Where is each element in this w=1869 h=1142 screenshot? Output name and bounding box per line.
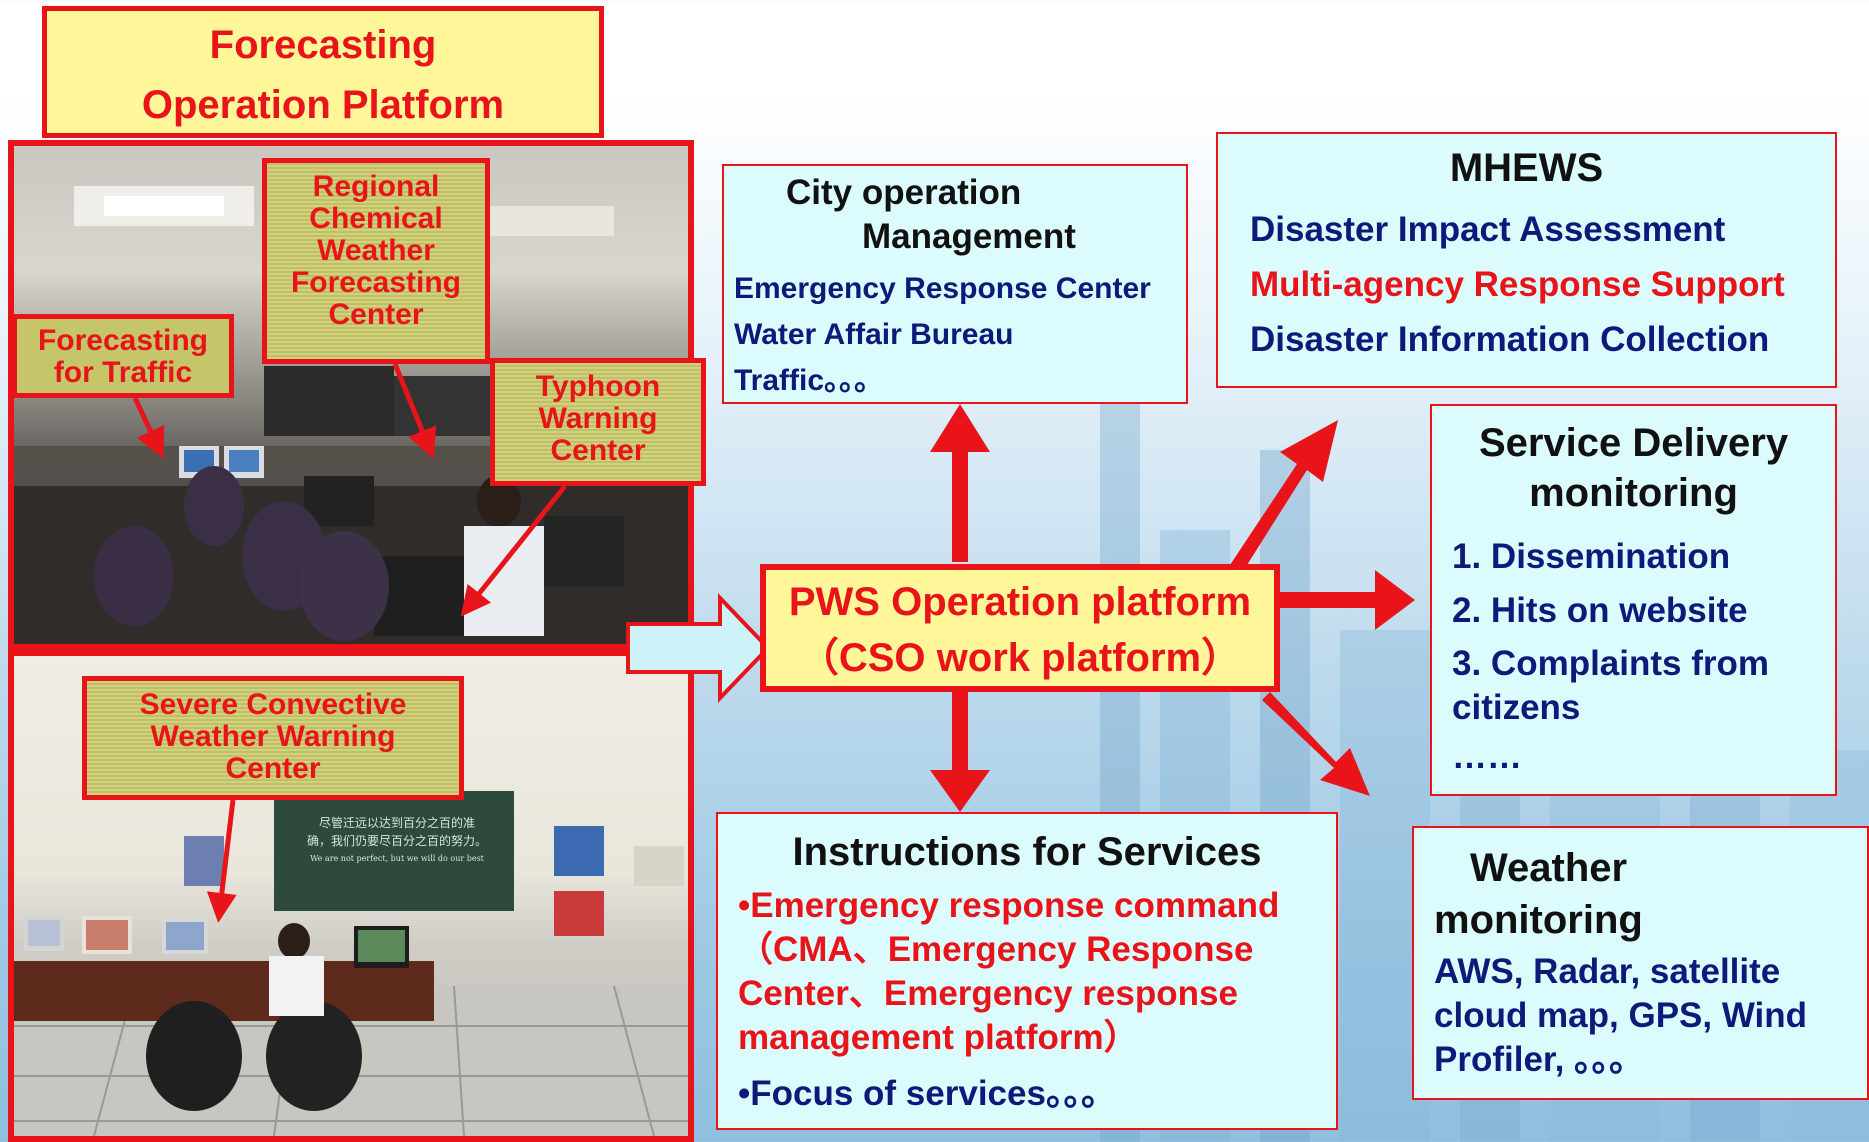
city-title-line2: Management [862, 217, 1076, 256]
instructions-title: Instructions for Services [792, 830, 1262, 874]
city-item-traffic: Traffic。。。 [734, 364, 885, 397]
mhews-box: MHEWS Disaster Impact Assessment Multi-a… [1216, 132, 1837, 388]
weather-line2: cloud map, GPS, Wind [1434, 996, 1808, 1035]
typhoon-line3: Center [550, 434, 646, 467]
weather-line1: AWS, Radar, satellite [1434, 952, 1781, 991]
forecasting-traffic-label: Forecasting for Traffic [12, 314, 234, 398]
instructions-focus: •Focus of services。。。 [738, 1074, 1116, 1113]
city-title-line1: City operation [786, 173, 1022, 212]
wall-motto-line3: We are not perfect, but we will do our b… [310, 854, 484, 863]
instructions-line1: •Emergency response command [738, 886, 1280, 925]
instructions-box: Instructions for Services •Emergency res… [716, 812, 1338, 1130]
severe-line2: Weather Warning [150, 720, 396, 753]
instructions-line4: management platform） [738, 1018, 1139, 1057]
regional-line1: Regional [312, 170, 440, 203]
typhoon-warning-label: Typhoon Warning Center [490, 358, 706, 486]
city-operation-box: City operation Management Emergency Resp… [722, 164, 1188, 404]
severe-line1: Severe Convective [139, 688, 407, 721]
severe-weather-room-scene [14, 791, 688, 1136]
service-item-citizens: citizens [1452, 688, 1581, 727]
wall-motto-line1: 尽管迁远以达到百分之百的准 [318, 816, 475, 830]
mhews-item-impact: Disaster Impact Assessment [1250, 210, 1726, 249]
typhoon-line1: Typhoon [535, 370, 661, 403]
mhews-title: MHEWS [1449, 146, 1604, 190]
pws-line1: PWS Operation platform [788, 580, 1252, 624]
wall-motto: 尽管迁远以达到百分之百的准 确，我们仍要尽百分之百的努力。 We are not… [282, 814, 512, 868]
pws-to-instructions-arrow [930, 692, 990, 812]
service-item-hits: 2. Hits on website [1452, 591, 1748, 630]
traffic-line1: Forecasting [37, 324, 209, 357]
service-delivery-box: Service Delivery monitoring 1. Dissemina… [1430, 404, 1837, 796]
pws-line2: （CSO work platform） [798, 636, 1242, 680]
forecasting-platform-title-box: Forecasting Operation Platform [42, 6, 604, 138]
wall-motto-line2: 确，我们仍要尽百分之百的努力。 [306, 834, 487, 848]
regional-line4: Forecasting [290, 266, 462, 299]
forecasting-title-line1: Forecasting [209, 23, 437, 67]
weather-title-line1: Weather [1470, 846, 1628, 890]
city-item-emergency: Emergency Response Center [734, 272, 1151, 305]
service-item-ellipsis: …… [1452, 737, 1522, 776]
forecasting-title-line2: Operation Platform [141, 83, 505, 127]
service-title-line1: Service Delivery [1478, 421, 1789, 465]
weather-line3: Profiler, 。。。 [1434, 1040, 1645, 1079]
instructions-line3: Center、Emergency response [738, 974, 1238, 1013]
weather-title-line2: monitoring [1434, 898, 1643, 942]
regional-line2: Chemical [309, 202, 443, 235]
traffic-line2: for Traffic [53, 356, 193, 389]
regional-line3: Weather [317, 234, 435, 267]
forecasting-room-scene [14, 186, 688, 644]
weather-monitoring-box: Weather monitoring AWS, Radar, satellite… [1412, 826, 1869, 1100]
service-title-line2: monitoring [1529, 471, 1738, 515]
service-item-complaints: 3. Complaints from [1452, 644, 1769, 683]
city-item-water: Water Affair Bureau [734, 318, 1014, 351]
pws-platform-box: PWS Operation platform （CSO work platfor… [760, 564, 1280, 692]
regional-chemical-label: Regional Chemical Weather Forecasting Ce… [262, 158, 490, 364]
instructions-line2: （CMA、Emergency Response [738, 930, 1254, 969]
pws-to-city-arrow [930, 404, 990, 562]
service-item-dissemination: 1. Dissemination [1452, 537, 1731, 576]
mhews-item-response: Multi-agency Response Support [1250, 265, 1785, 304]
regional-line5: Center [328, 298, 424, 331]
typhoon-line2: Warning [538, 402, 658, 435]
severe-convective-label: Severe Convective Weather Warning Center [82, 676, 464, 800]
severe-line3: Center [225, 752, 321, 785]
mhews-item-collection: Disaster Information Collection [1250, 320, 1770, 359]
